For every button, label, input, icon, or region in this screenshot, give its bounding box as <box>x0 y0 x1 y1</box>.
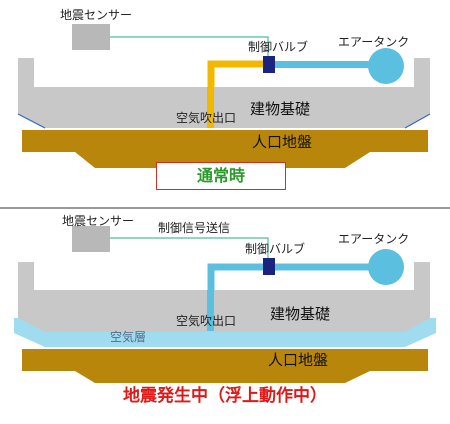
sensor-box-quake <box>72 226 110 252</box>
air-pipe-normal <box>270 61 380 68</box>
foundation-label-quake: 建物基礎 <box>270 305 331 323</box>
foundation-label-normal: 建物基礎 <box>250 100 311 118</box>
control-valve-normal <box>263 56 275 73</box>
air-tank-quake <box>368 249 404 285</box>
edge-seal-left-normal <box>17 113 46 129</box>
signal-line-quake <box>110 237 269 260</box>
sensor-label-normal: 地震センサー <box>60 8 133 22</box>
artificial-ground-quake <box>22 349 428 383</box>
signal-line-normal <box>110 36 269 58</box>
artificial-ground-normal <box>22 130 428 168</box>
quake-state-panel <box>14 226 436 383</box>
outlet-label-normal: 空気吹出口 <box>176 111 237 125</box>
sensor-box-normal <box>72 24 110 50</box>
valve-label-normal: 制御バルブ <box>248 40 309 54</box>
panel-divider <box>0 207 450 209</box>
tank-label-normal: エアータンク <box>338 35 410 49</box>
ground-label-quake: 人口地盤 <box>268 351 329 369</box>
tank-label-quake: エアータンク <box>338 232 410 246</box>
building-foundation-quake <box>18 262 430 332</box>
air-layer-label: 空気層 <box>110 330 147 344</box>
control-valve-quake <box>263 258 275 275</box>
status-normal-box: 通常時 <box>156 162 286 190</box>
building-foundation-normal <box>18 58 430 128</box>
edge-seal-right-normal <box>404 113 431 129</box>
ground-label-normal: 人口地盤 <box>252 133 313 151</box>
outlet-label-quake: 空気吹出口 <box>176 314 237 328</box>
status-quake-text: 地震発生中（浮上動作中） <box>123 386 327 406</box>
valve-label-quake: 制御バルブ <box>245 242 306 256</box>
normal-state-panel <box>17 24 431 168</box>
outlet-pipe-normal <box>207 87 214 128</box>
outlet-pipe-quake <box>207 290 214 331</box>
signal-label-quake: 制御信号送信 <box>158 221 231 235</box>
air-tank-normal <box>368 48 404 84</box>
sensor-label-quake: 地震センサー <box>62 214 135 228</box>
